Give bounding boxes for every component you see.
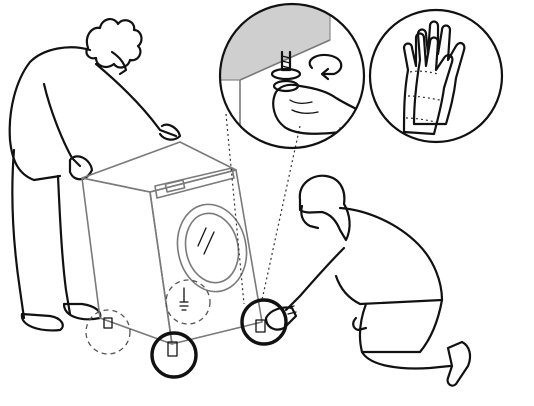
standing-person-torso: [8, 46, 92, 182]
callout-leader-right: [261, 125, 301, 301]
kneeling-person-torso: [334, 206, 444, 306]
standing-person-leg-back: [11, 148, 26, 320]
kneeling-person-knee: [352, 316, 368, 332]
clockwise-rotate-arrow-icon: [308, 53, 343, 76]
detergent-drawer: [164, 179, 186, 193]
kneeling-person-shoe: [446, 340, 472, 387]
standing-person: [8, 18, 182, 332]
machine-control-panel: [154, 167, 235, 199]
kneeling-person: [264, 174, 472, 387]
machine-door-outer: [176, 203, 248, 293]
glove-fingers-detail: [289, 99, 319, 114]
foot-thread-lines: [281, 55, 291, 69]
protective-gloves-icon: [402, 20, 466, 136]
standing-person-leg-front: [56, 174, 72, 316]
machine-front: [149, 169, 263, 345]
kneeling-glove-cuff: [285, 305, 297, 315]
foot-highlight-front-right: [240, 298, 288, 346]
glove-cuff-detail: [339, 127, 364, 148]
lock-nut: [270, 67, 302, 81]
kneeling-person-thigh: [358, 298, 444, 354]
kneeling-person-gloved-hand: [264, 306, 298, 331]
glove-back: [412, 20, 466, 126]
glove-stitching: [405, 70, 441, 123]
gloves-circle-frame: [368, 8, 504, 144]
standing-person-shoe-back: [20, 312, 64, 332]
standing-person-arm-side: [42, 82, 82, 168]
standing-person-face: [110, 50, 128, 76]
kneeling-person-hair: [298, 174, 351, 242]
foot-highlight-rear: [85, 309, 131, 355]
callout-leader-left: [225, 113, 245, 305]
standing-person-hair: [85, 18, 143, 69]
machine-door-glass: [184, 212, 240, 284]
washing-machine: [81, 141, 266, 357]
gloved-hand-detail: [272, 83, 364, 146]
glove-front: [402, 32, 454, 136]
kneeling-person-face: [300, 204, 320, 230]
foot-highlight-side: [165, 279, 211, 325]
machine-foot-rear-left: [103, 317, 113, 329]
standing-person-hand-top: [158, 123, 182, 141]
protective-gloves-callout: [368, 8, 504, 144]
cabinet-corner: [220, 4, 331, 81]
kneeling-person-shin: [360, 350, 452, 370]
machine-foot-front-right: [255, 319, 266, 333]
rotate-arrow-head: [320, 67, 330, 81]
foot-highlight-front-left: [150, 331, 198, 379]
door-reflection: [197, 227, 215, 255]
foot-adjust-detail-callout: [218, 2, 366, 150]
machine-foot-front-left: [167, 341, 178, 357]
kneeling-person-arm: [284, 246, 346, 312]
standing-person-hand-side: [68, 155, 94, 181]
detail-circle-frame: [218, 2, 366, 150]
standing-person-arm-top: [94, 62, 178, 138]
adjustable-foot-screw: [179, 287, 189, 311]
